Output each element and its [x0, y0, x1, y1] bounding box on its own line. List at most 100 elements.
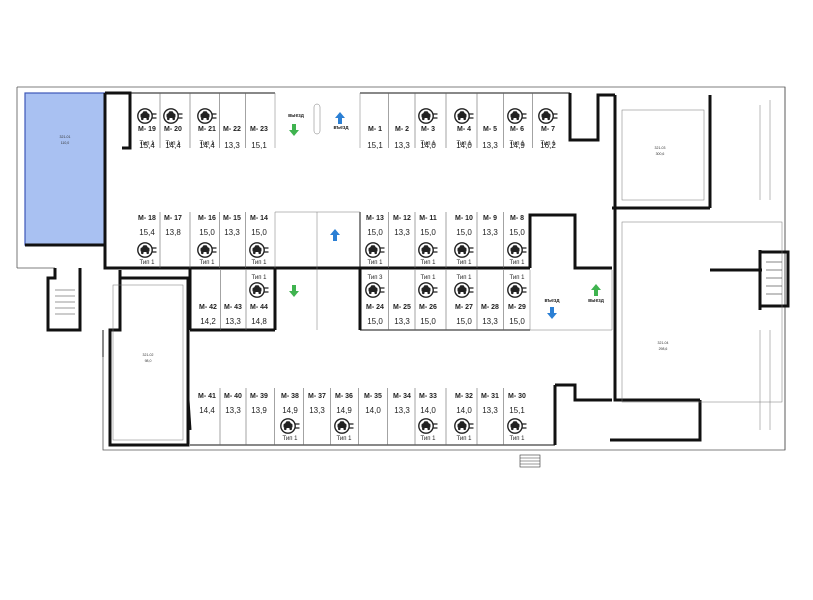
- bay-dividers: [159, 93, 533, 445]
- spot-area: 13,3: [482, 228, 498, 237]
- arrow-down-icon: [547, 307, 557, 319]
- spot-area: 15,0: [420, 228, 436, 237]
- spot-area: 13,3: [394, 228, 410, 237]
- spot-type: Тип 1: [199, 260, 215, 266]
- arrow-up-icon: [591, 284, 601, 296]
- parking-spot[interactable]: М- 35 14,0: [364, 393, 382, 415]
- ev-charger-icon: [418, 108, 438, 124]
- parking-spot[interactable]: М- 913,3: [482, 215, 498, 237]
- spot-area: 14,2: [200, 317, 216, 326]
- room-area: 110,0: [61, 141, 70, 145]
- spot-label: М- 35: [364, 393, 382, 400]
- spot-label: М- 44: [250, 304, 268, 311]
- spot-area: 13,3: [224, 228, 240, 237]
- spot-label: М- 26: [419, 304, 437, 311]
- spot-label: М- 19: [138, 126, 156, 133]
- spot-area: 13,3: [482, 317, 498, 326]
- spot-area: 15,0: [456, 228, 472, 237]
- spot-area: 15,0: [199, 228, 215, 237]
- spot-type: Тип 1: [139, 260, 155, 266]
- ev-charger-icon: [418, 282, 438, 298]
- ev-charger-icon: [454, 282, 474, 298]
- spot-label: М- 37: [308, 393, 326, 400]
- ev-charger-icon: [507, 108, 527, 124]
- spot-type: Тип 1: [509, 436, 525, 442]
- spot-label: М- 42: [199, 304, 217, 311]
- spot-label: М- 31: [481, 393, 499, 400]
- spot-label: М- 32: [455, 393, 473, 400]
- spot-area: 14,0: [365, 406, 381, 415]
- ev-charger-icon: [365, 282, 385, 298]
- spot-label: М- 40: [224, 393, 242, 400]
- parking-spot[interactable]: М- 513,3: [482, 126, 498, 150]
- spot-area: 14,0: [420, 141, 436, 150]
- room-321-01-highlight[interactable]: [24, 92, 106, 246]
- parking-spot[interactable]: М- 12 13,3: [393, 215, 411, 237]
- room-area: 300,6: [656, 152, 665, 156]
- spot-type: Тип 1: [199, 141, 215, 147]
- spot-area: 15,0: [456, 317, 472, 326]
- spot-type: Тип 1: [540, 141, 556, 147]
- spot-area: 14,0: [456, 141, 472, 150]
- ev-charger-icon: [249, 282, 269, 298]
- spot-type: Тип 1: [420, 275, 436, 281]
- spot-area: 15,0: [367, 228, 383, 237]
- spot-area: 13,3: [309, 406, 325, 415]
- spot-label: М- 12: [393, 215, 411, 222]
- exit-labels: выезд въезд въезд выезд: [288, 113, 605, 304]
- spot-label: М- 18: [138, 215, 156, 222]
- spot-type: Тип 1: [509, 141, 525, 147]
- spot-area: 15,4: [139, 141, 155, 150]
- spot-type: Тип 1: [509, 260, 525, 266]
- traffic-arrows: [289, 112, 601, 319]
- spot-label: М- 8: [510, 215, 524, 222]
- spot-type: Тип 1: [336, 436, 352, 442]
- parking-spot[interactable]: М- 115,1: [367, 126, 383, 150]
- ev-charger-icon: [197, 242, 217, 258]
- spot-area: 13,9: [251, 406, 267, 415]
- spot-area: 14,9: [336, 406, 352, 415]
- parking-spot[interactable]: М- 37 13,3: [308, 393, 326, 415]
- exit-label: выезд: [288, 113, 305, 119]
- parking-spot[interactable]: М- 213,3: [394, 126, 410, 150]
- parking-spot[interactable]: М- 42 14,2: [199, 304, 217, 326]
- spot-area: 15,0: [367, 317, 383, 326]
- spot-area: 14,8: [251, 317, 267, 326]
